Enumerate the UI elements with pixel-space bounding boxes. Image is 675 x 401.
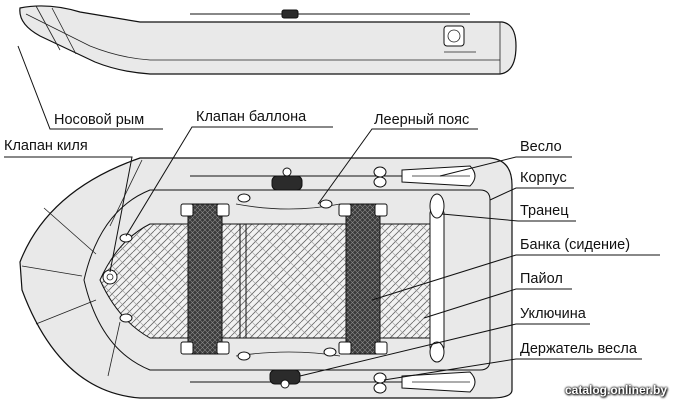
leader-bench [371, 254, 660, 301]
top-view [19, 157, 513, 399]
leader-oarlock [299, 323, 590, 377]
oar-holder-top-2 [373, 176, 387, 188]
keel-valve [102, 269, 118, 285]
bench-mount-8 [374, 341, 388, 355]
leader-keel-valve [4, 156, 133, 273]
bench-mount-5 [338, 203, 352, 217]
label-oar: Весло [520, 139, 562, 155]
label-keel-valve: Клапан киля [4, 138, 88, 154]
side-view [19, 5, 517, 75]
side-logo-badge [443, 25, 465, 47]
leader-hull [489, 187, 574, 201]
label-bench: Банка (сидение) [520, 237, 630, 253]
side-oarlock [281, 9, 299, 19]
oarlock-top-pin [282, 167, 292, 177]
bench-mount-6 [374, 203, 388, 217]
leader-oar [439, 156, 572, 177]
oar-holder-top [373, 166, 387, 178]
rope-ring-1 [237, 193, 251, 203]
label-floor: Пайол [520, 271, 563, 287]
bench-mount-2 [216, 203, 230, 217]
bench-mount-3 [180, 341, 194, 355]
leader-rope [317, 128, 478, 205]
leader-transom [441, 213, 576, 222]
side-hull [19, 5, 517, 75]
floor [99, 223, 437, 339]
watermark: catalog.onliner.by [564, 383, 667, 397]
oar-holder-bottom-2 [373, 382, 387, 394]
side-logo-icon [447, 29, 461, 43]
oarlock-bottom-pin [280, 379, 290, 389]
rope-ring-2 [319, 199, 333, 209]
bench-mount-4 [216, 341, 230, 355]
keel-valve-core [106, 273, 114, 281]
label-oarlock: Уключина [520, 306, 587, 322]
bench-rear [345, 203, 381, 355]
side-bow-line [35, 5, 61, 51]
bow-seam-3 [21, 265, 83, 277]
label-oar-holder: Держатель весла [520, 341, 638, 357]
leader-floor [423, 288, 572, 319]
inner-tube [83, 189, 491, 371]
bow-seam-5 [107, 321, 121, 377]
rope-ring-3 [237, 351, 251, 361]
oar-holder-bottom [373, 372, 387, 384]
oarlock-top [271, 175, 303, 191]
bench-mount-1 [180, 203, 194, 217]
bench-front [187, 203, 223, 355]
bow-seam-4 [35, 299, 97, 325]
label-hull: Корпус [520, 170, 567, 186]
label-rope: Леерный пояс [374, 112, 469, 128]
tube-valve-2 [119, 313, 133, 323]
bench-mount-7 [338, 341, 352, 355]
label-tube-valve: Клапан баллона [196, 109, 307, 125]
bow-seam-2 [43, 207, 97, 255]
side-tube-line [25, 13, 500, 61]
leader-nose-ring [17, 45, 163, 130]
leader-tube-valve [125, 126, 333, 237]
tube-valve [119, 233, 133, 243]
transom-cap-bottom [429, 341, 445, 363]
leader-oar-holder [383, 358, 642, 381]
label-nose-ring: Носовой рым [54, 112, 144, 128]
label-transom: Транец [520, 203, 569, 219]
side-bow-line-2 [51, 7, 77, 55]
rope-ring-4 [323, 347, 337, 357]
transom-cap-top [429, 193, 445, 219]
callouts: Носовой рым Клапан баллона Леерный пояс … [4, 45, 660, 381]
bow-seam-1 [109, 159, 143, 227]
